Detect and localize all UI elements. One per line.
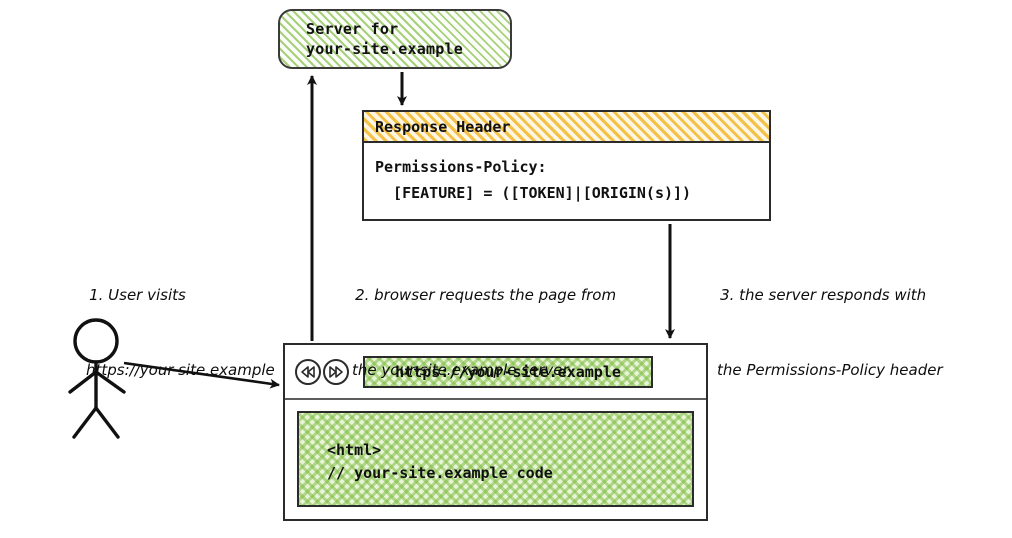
server-node: Server for your-site.example	[278, 9, 512, 69]
server-label-line1: Server for	[306, 20, 399, 38]
browser-toolbar: https://your-site.example	[285, 345, 706, 400]
note-3: 3. the server responds with the Permissi…	[701, 258, 943, 433]
address-bar-url: https://your-site.example	[395, 362, 621, 381]
browser-window: https://your-site.example <html> // your…	[283, 343, 708, 521]
address-bar[interactable]: https://your-site.example	[363, 355, 653, 388]
response-header-title-bar: Response Header	[364, 112, 769, 143]
note-3-line2: the Permissions-Policy header	[717, 361, 943, 379]
permissions-policy-key: Permissions-Policy:	[375, 158, 547, 176]
note-2: 2. browser requests the page from the yo…	[336, 258, 616, 433]
response-header-card: Response Header Permissions-Policy: [FEA…	[362, 110, 771, 221]
note-1: 1. User visits https://your-site.example	[70, 258, 275, 433]
fast-forward-icon	[329, 365, 343, 378]
note-1-line1: 1. User visits	[89, 286, 186, 304]
browser-viewport: <html> // your-site.example code	[285, 400, 706, 519]
back-button[interactable]	[295, 358, 321, 385]
rewind-icon	[301, 365, 315, 378]
server-label-line2: your-site.example	[306, 40, 463, 58]
note-1-line2: https://your-site.example	[86, 361, 275, 379]
response-header-title: Response Header	[375, 117, 511, 136]
response-header-body: Permissions-Policy: [FEATURE] = ([TOKEN]…	[364, 143, 769, 206]
forward-button[interactable]	[323, 358, 349, 385]
note-2-line1: 2. browser requests the page from	[355, 286, 617, 304]
permissions-policy-value: [FEATURE] = ([TOKEN]|[ORIGIN(s)])	[375, 184, 692, 202]
page-code-line2: // your-site.example code	[327, 464, 553, 482]
note-2-line2: the your-site.example server	[352, 361, 569, 379]
page-content: <html> // your-site.example code	[297, 411, 694, 507]
page-code-line1: <html>	[327, 441, 382, 459]
note-3-line1: 3. the server responds with	[720, 286, 927, 304]
